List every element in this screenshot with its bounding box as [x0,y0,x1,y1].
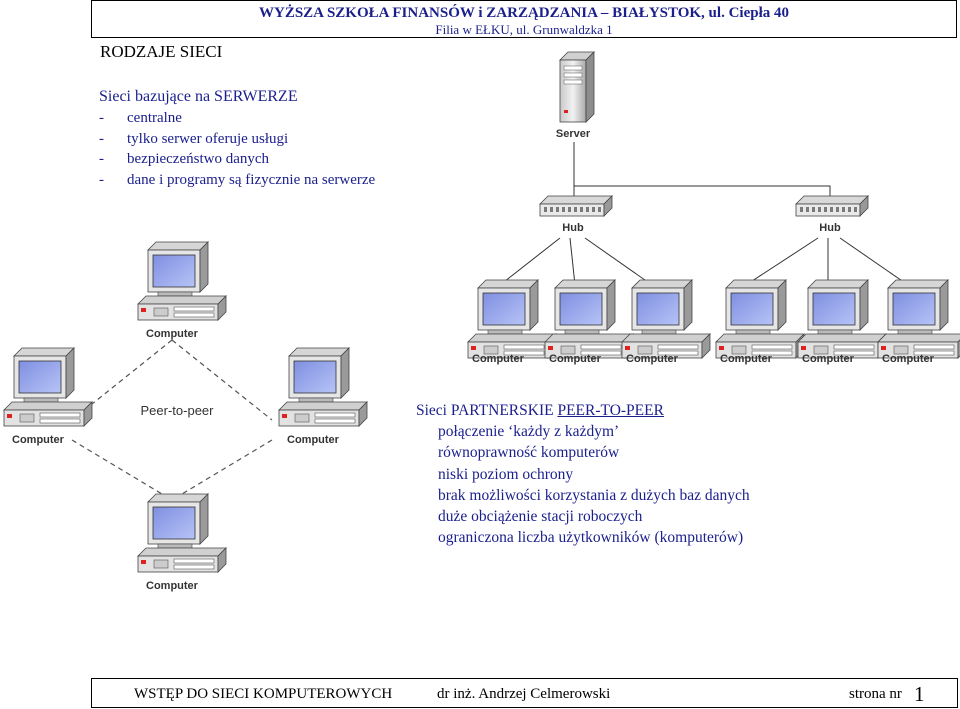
p2p-links [71,339,273,501]
list-item: niski poziom ochrony [438,465,574,483]
hub-icon: Hub [539,195,613,234]
section-title: RODZAJE SIECI [100,42,223,61]
list-item: równoprawność komputerów [438,444,620,462]
computer-icon: Computer [797,279,887,365]
author-name: dr inż. Andrzej Celmerowski [437,686,611,702]
list-item: ograniczona liczba użytkowników (kompute… [438,529,744,547]
computer-label: Computer [146,328,199,340]
p2p-list: połączenie ‘każdy z każdym’ równoprawnoś… [416,421,750,549]
list-item: duże obciążenie stacji roboczych [438,508,643,526]
hub-label: Hub [819,222,841,234]
page-number: 1 [914,682,925,706]
server-network-links [499,142,909,286]
p2p-title: Sieci PARTNERSKIE PEER-TO-PEER [416,402,664,419]
course-title: WSTĘP DO SIECI KOMPUTEROWYCH [134,686,393,702]
server-label: Server [556,128,591,140]
list-item: -bezpieczeństwo danych [99,151,270,167]
computer-label: Computer [472,353,525,365]
computer-icon: Computer [467,279,557,365]
computer-icon: Computer [877,279,960,365]
computer-icon: Computer [137,241,227,340]
page-label: strona nr [849,686,902,702]
computer-label: Computer [802,353,855,365]
list-item: brak możliwości korzystania z dużych baz… [438,486,750,504]
computer-icon: Computer [137,493,227,592]
hub-label: Hub [562,222,584,234]
server-icon: Server [556,51,595,140]
computer-label: Computer [12,434,65,446]
branch-address: Filia w EŁKU, ul. Grunwaldzka 1 [435,22,613,37]
p2p-label: Peer-to-peer [141,403,215,418]
list-item: -dane i programy są fizycznie na serwerz… [99,171,376,188]
computer-label: Computer [626,353,679,365]
list-item: -centralne [99,110,182,126]
document-header: WYŻSZA SZKOŁA FINANSÓW i ZARZĄDZANIA – B… [91,0,957,38]
server-networks-title: Sieci bazujące na SERWERZE [99,88,298,105]
computer-label: Computer [882,353,935,365]
computer-icon: Computer [3,347,93,446]
p2p-section: Sieci PARTNERSKIE PEER-TO-PEER połączeni… [416,400,750,549]
computer-label: Computer [549,353,602,365]
list-item: -tylko serwer oferuje usługi [99,130,289,147]
computer-icon: Computer [715,279,805,365]
computer-icon: Computer [621,279,711,365]
institution-title: WYŻSZA SZKOŁA FINANSÓW i ZARZĄDZANIA – B… [259,5,789,21]
computer-label: Computer [287,434,340,446]
computer-label: Computer [146,580,199,592]
hub-icon: Hub [795,195,869,234]
computer-icon: Computer [544,279,634,365]
computer-label: Computer [720,353,773,365]
document-footer: WSTĘP DO SIECI KOMPUTEROWYCH dr inż. And… [91,678,958,708]
computer-icon: Computer [278,347,368,446]
list-item: połączenie ‘każdy z każdym’ [438,423,620,440]
server-networks-list: -centralne -tylko serwer oferuje usługi … [99,108,375,190]
